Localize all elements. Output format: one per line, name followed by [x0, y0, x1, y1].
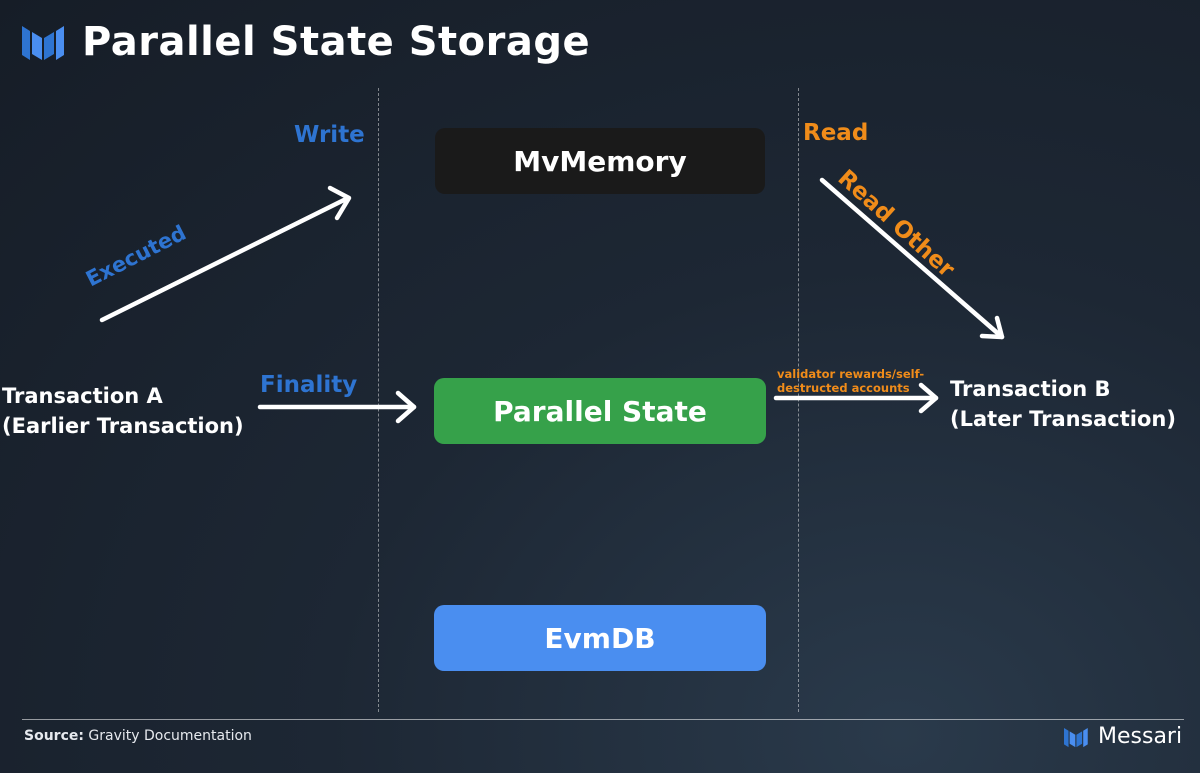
to-transaction-b-arrowhead: [918, 382, 939, 414]
brand-name: Messari: [1098, 724, 1183, 749]
transaction-a: Transaction A (Earlier Transaction): [2, 381, 244, 441]
read-other-arrow: [819, 177, 1005, 340]
read-label: Read: [803, 120, 869, 146]
footer-brand: Messari: [1064, 724, 1182, 749]
transaction-b: Transaction B (Later Transaction): [950, 374, 1176, 434]
evmdb-label: EvmDB: [544, 621, 656, 655]
source-caption: Source: Gravity Documentation: [24, 728, 252, 744]
transaction-b-subtitle: (Later Transaction): [950, 407, 1176, 431]
write-label: Write: [294, 122, 365, 148]
mvmemory-label: MvMemory: [513, 144, 687, 178]
mvmemory-box: MvMemory: [435, 128, 765, 194]
evmdb-box: EvmDB: [434, 605, 766, 671]
transaction-a-title: Transaction A: [2, 384, 163, 408]
finality-arrowhead: [395, 390, 417, 424]
source-text: Gravity Documentation: [83, 728, 252, 744]
messari-logo-icon: [22, 26, 64, 60]
validator-note-label: validator rewards/self-destructed accoun…: [777, 367, 925, 395]
finality-label: Finality: [260, 372, 358, 398]
read-other-arrowhead: [979, 315, 1005, 340]
footer-divider: [22, 719, 1184, 720]
transaction-b-title: Transaction B: [950, 377, 1111, 401]
executed-arrow: [99, 195, 351, 323]
page-title: Parallel State Storage: [82, 19, 591, 65]
parallel-state-label: Parallel State: [493, 394, 707, 428]
left-divider: [378, 88, 379, 712]
source-prefix: Source:: [24, 728, 84, 744]
transaction-a-subtitle: (Earlier Transaction): [2, 414, 244, 438]
messari-footer-logo-icon: [1064, 727, 1088, 747]
parallel-state-box: Parallel State: [434, 378, 766, 444]
executed-arrowhead: [327, 185, 352, 221]
